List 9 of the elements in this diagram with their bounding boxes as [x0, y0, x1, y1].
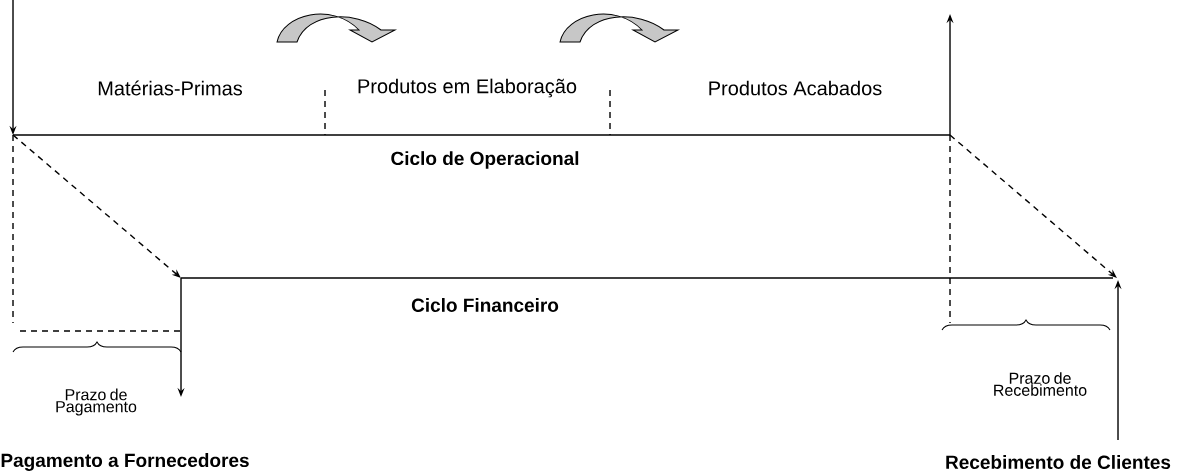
period-label: Prazo de Pagamento [56, 388, 137, 416]
period-label: Prazo de Recebimento [994, 372, 1087, 396]
phase-label: Produtos Acabados [709, 80, 882, 96]
event-label: Recebimento de Clientes [946, 455, 1171, 469]
cycle-label: Ciclo Financeiro [411, 298, 559, 312]
event-label: Pagamento a Fornecedores [1, 453, 249, 471]
phase-label: Produtos em Elaboração [358, 78, 577, 98]
phase-label: Matérias-Primas [98, 80, 243, 96]
cycle-label: Ciclo de Operacional [391, 151, 579, 169]
